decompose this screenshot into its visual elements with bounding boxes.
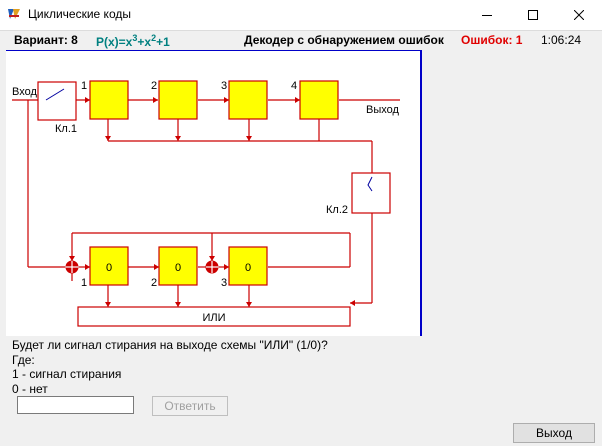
output-label: Выход <box>366 104 399 116</box>
or-gate-label: ИЛИ <box>202 312 225 324</box>
minimize-icon <box>482 15 492 16</box>
question-text: Будет ли сигнал стирания на выходе схемы… <box>12 338 328 352</box>
input-label: Вход <box>12 86 37 98</box>
variant-label: Вариант: 8 <box>14 33 78 47</box>
key2-label: Кл.2 <box>326 204 348 216</box>
top-register-4 <box>299 80 339 120</box>
key1-label: Кл.1 <box>55 123 77 135</box>
top-register-number: 3 <box>221 80 227 92</box>
question-option-0: 0 - нет <box>12 381 48 396</box>
title-bar: Циклические коды <box>0 0 602 31</box>
top-register-number: 4 <box>291 80 297 92</box>
polynomial-label: P(x)=x3+x2+1 <box>96 33 170 49</box>
top-register-number: 2 <box>151 80 157 92</box>
bottom-register-number: 2 <box>151 277 157 289</box>
maximize-button[interactable] <box>510 0 556 30</box>
bottom-register-3 <box>228 246 268 286</box>
window-title: Циклические коды <box>28 7 131 21</box>
question-where: Где: <box>12 352 35 367</box>
bottom-register-number: 1 <box>81 277 87 289</box>
key1-switch <box>37 81 77 121</box>
maximize-icon <box>528 10 538 20</box>
xor-adder-2 <box>205 260 219 274</box>
top-register-number: 1 <box>81 80 87 92</box>
timer-label: 1:06:24 <box>541 33 582 47</box>
bottom-register-number: 3 <box>221 277 227 289</box>
circuit-canvas: Вход Выход Кл.1 Кл.2 1 2 3 4 1 2 3 0 0 0… <box>6 50 422 336</box>
app-icon <box>8 9 20 19</box>
close-icon <box>574 10 584 20</box>
circuit-diagram: Вход Выход Кл.1 Кл.2 1 2 3 4 1 2 3 0 0 0… <box>12 80 400 327</box>
bottom-register-value: 0 <box>245 262 251 274</box>
errors-label: Ошибок: 1 <box>461 33 523 47</box>
top-register-2 <box>158 80 198 120</box>
key2-switch <box>351 172 391 214</box>
question-option-1: 1 - сигнал стирания <box>12 367 122 381</box>
answer-button[interactable]: Ответить <box>152 396 228 416</box>
close-button[interactable] <box>556 0 602 30</box>
mode-label: Декодер с обнаружением ошибок <box>244 33 444 47</box>
answer-input[interactable] <box>17 396 134 414</box>
bottom-register-value: 0 <box>106 262 112 274</box>
top-register-1 <box>89 80 129 120</box>
xor-adder-1 <box>65 260 79 274</box>
minimize-button[interactable] <box>464 0 510 30</box>
bottom-register-value: 0 <box>175 262 181 274</box>
question-block: Будет ли сигнал стирания на выходе схемы… <box>12 338 328 396</box>
bottom-register-1 <box>89 246 129 286</box>
or-gate <box>77 306 351 327</box>
status-bar: Вариант: 8 P(x)=x3+x2+1 Декодер с обнару… <box>0 30 602 50</box>
bottom-register-2 <box>158 246 198 286</box>
top-register-3 <box>228 80 268 120</box>
exit-button[interactable]: Выход <box>513 423 595 443</box>
